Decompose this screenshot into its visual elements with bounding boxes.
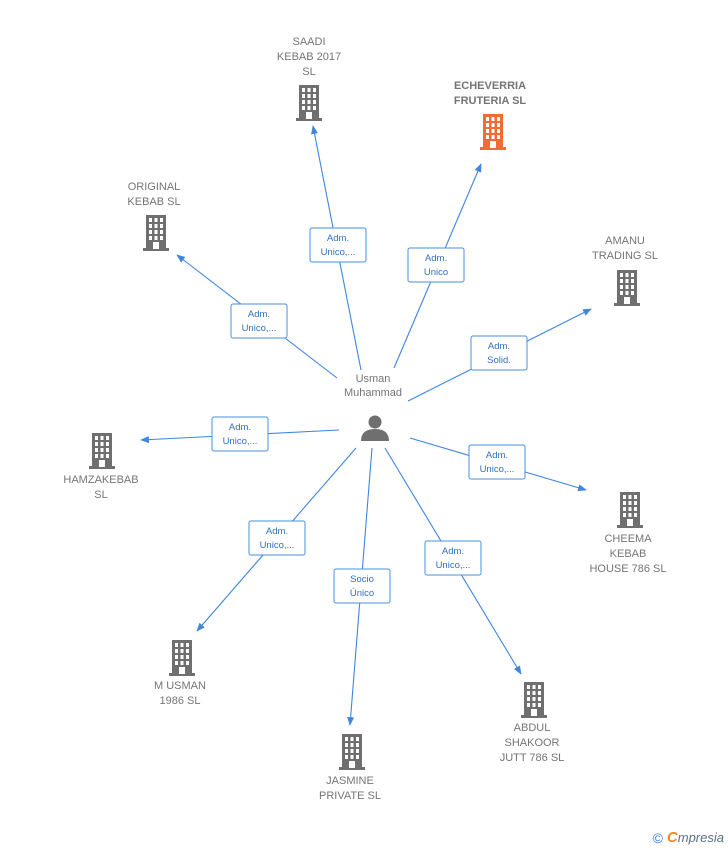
brand-logo-initial: C: [666, 829, 678, 846]
building-icon[interactable]: [339, 734, 365, 770]
building-icon[interactable]: [617, 492, 643, 528]
relation-text: Unico,...: [242, 323, 277, 334]
relation-box: [309, 227, 367, 263]
company-name-echeverria[interactable]: FRUTERIA SL: [454, 95, 527, 107]
relation-label-hamzakebab[interactable]: Adm. Unico,...: [211, 416, 269, 452]
building-icon[interactable]: [89, 433, 115, 469]
relation-text: Adm.: [442, 546, 464, 557]
relation-text: Unico,...: [223, 436, 258, 447]
company-name-hamzakebab[interactable]: SL: [94, 489, 107, 501]
relation-text: Adm.: [266, 526, 288, 537]
relation-text: Adm.: [229, 422, 251, 433]
relation-text: Único: [350, 588, 374, 599]
company-name-abdul[interactable]: SHAKOOR: [504, 737, 559, 749]
relation-box: [211, 416, 269, 452]
company-name-jasmine[interactable]: PRIVATE SL: [319, 790, 381, 802]
relation-text: Solid.: [487, 355, 511, 366]
relation-text: Adm.: [248, 309, 270, 320]
company-name-abdul[interactable]: JUTT 786 SL: [500, 752, 565, 764]
relation-text: Adm.: [425, 253, 447, 264]
empresia-footer: © C mpresia: [653, 829, 724, 846]
copyright-symbol: ©: [652, 829, 663, 846]
relation-box: [468, 444, 526, 480]
company-name-amanu[interactable]: TRADING SL: [592, 250, 658, 262]
company-name-original[interactable]: ORIGINAL: [128, 181, 181, 193]
person-name[interactable]: Muhammad: [344, 387, 402, 399]
building-icon[interactable]: [614, 270, 640, 306]
relation-box: [230, 303, 288, 339]
relation-label-cheema[interactable]: Adm. Unico,...: [468, 444, 526, 480]
relation-text: Unico,...: [480, 464, 515, 475]
relation-label-musman[interactable]: Adm. Unico,...: [248, 520, 306, 556]
relation-text: Unico,...: [436, 560, 471, 571]
building-icon[interactable]: [480, 114, 506, 150]
relation-box: [470, 335, 528, 371]
building-icon[interactable]: [143, 215, 169, 251]
company-name-cheema[interactable]: CHEEMA: [604, 533, 652, 545]
building-icon[interactable]: [521, 682, 547, 718]
company-name-abdul[interactable]: ABDUL: [514, 722, 551, 734]
relation-box: [333, 568, 391, 604]
company-name-musman[interactable]: 1986 SL: [160, 695, 201, 707]
relation-label-amanu[interactable]: Adm. Solid.: [470, 335, 528, 371]
relation-box: [248, 520, 306, 556]
relation-text: Unico,...: [260, 540, 295, 551]
company-name-cheema[interactable]: HOUSE 786 SL: [589, 563, 666, 575]
person-icon[interactable]: [361, 415, 389, 442]
building-icon[interactable]: [296, 85, 322, 121]
company-name-saadi[interactable]: SAADI: [292, 36, 325, 48]
relation-text: Unico: [424, 267, 448, 278]
person-name[interactable]: Usman: [356, 373, 391, 385]
relation-box: [424, 540, 482, 576]
relation-label-saadi[interactable]: Adm. Unico,...: [309, 227, 367, 263]
company-name-echeverria[interactable]: ECHEVERRIA: [454, 80, 526, 92]
company-name-saadi[interactable]: KEBAB 2017: [277, 51, 341, 63]
brand-name: mpresia: [677, 830, 724, 845]
company-name-saadi[interactable]: SL: [302, 66, 315, 78]
company-name-cheema[interactable]: KEBAB: [610, 548, 647, 560]
relation-text: Adm.: [486, 450, 508, 461]
relation-text: Socio: [350, 574, 374, 585]
company-name-hamzakebab[interactable]: HAMZAKEBAB: [63, 474, 138, 486]
relation-label-echeverria[interactable]: Adm. Unico: [407, 247, 465, 283]
relation-box: [407, 247, 465, 283]
building-icon[interactable]: [169, 640, 195, 676]
company-name-amanu[interactable]: AMANU: [605, 235, 645, 247]
relation-label-original[interactable]: Adm. Unico,...: [230, 303, 288, 339]
company-name-jasmine[interactable]: JASMINE: [326, 775, 374, 787]
company-name-original[interactable]: KEBAB SL: [127, 196, 180, 208]
relation-text: Unico,...: [321, 247, 356, 258]
company-name-musman[interactable]: M USMAN: [154, 680, 206, 692]
relation-label-abdul[interactable]: Adm. Unico,...: [424, 540, 482, 576]
relation-text: Adm.: [327, 233, 349, 244]
relation-text: Adm.: [488, 341, 510, 352]
